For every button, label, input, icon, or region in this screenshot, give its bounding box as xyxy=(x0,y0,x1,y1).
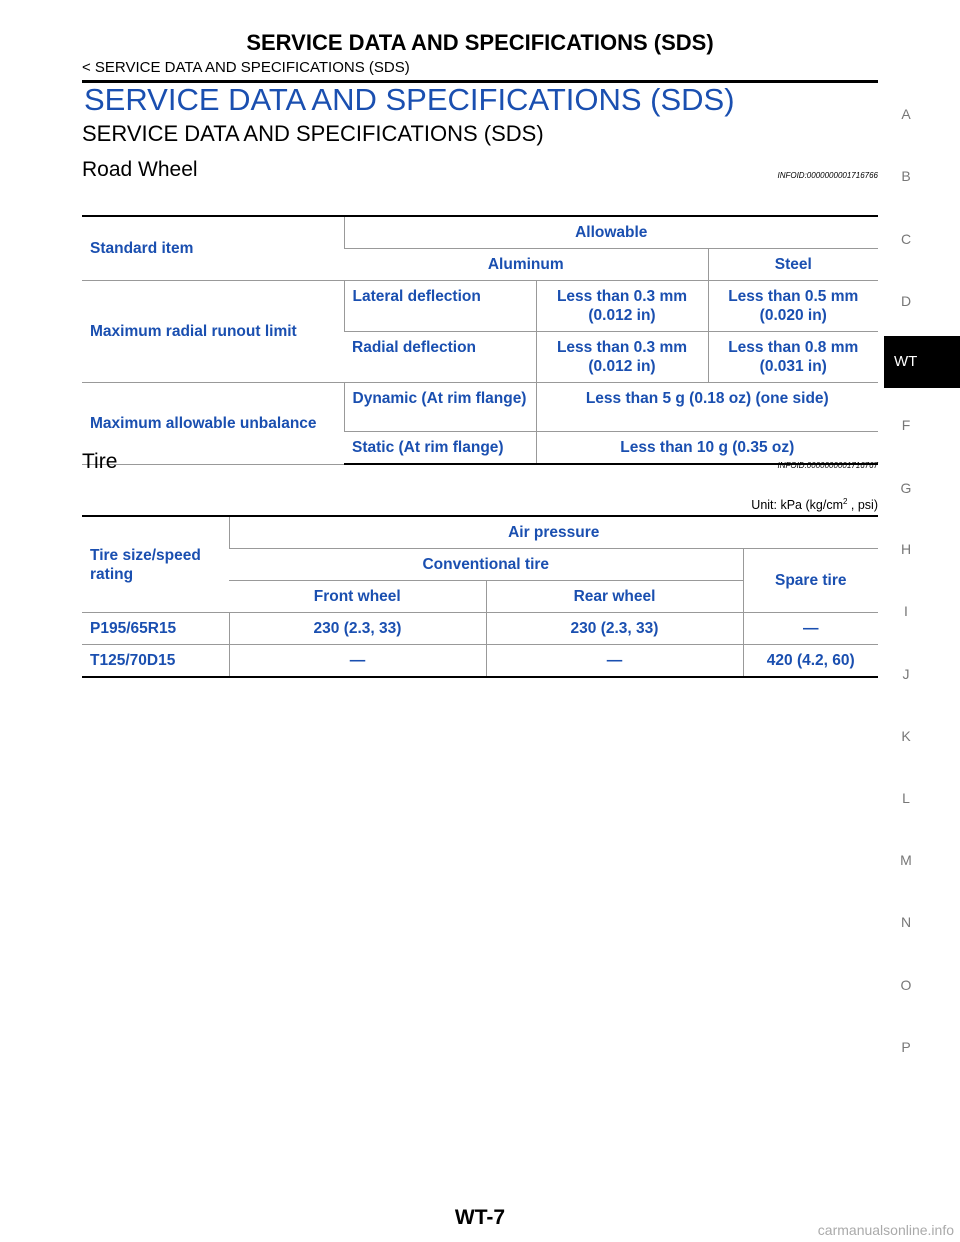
road-wheel-heading: Road Wheel xyxy=(82,158,198,181)
table-row: Standard item Allowable xyxy=(82,215,879,281)
table-row: Aluminum Steel xyxy=(82,248,879,281)
tire-heading: Tire xyxy=(82,450,118,473)
header-front-wheel: Front wheel xyxy=(229,580,486,613)
table-row: Maximum radial runout limit Lateral defl… xyxy=(82,280,879,383)
tire-size-cell: T125/70D15 xyxy=(82,644,229,678)
spare-pressure-cell: — xyxy=(742,612,879,645)
header-standard-item: Standard item xyxy=(82,215,344,281)
table-row: T125/70D15 — — 420 (4.2, 60) xyxy=(82,644,879,678)
tire-size-cell: P195/65R15 xyxy=(82,612,229,645)
unit-superscript: 2 xyxy=(842,497,848,506)
table-row: Conventional tire Spare tire xyxy=(82,548,879,613)
header-spare-tire: Spare tire xyxy=(742,548,879,613)
static-value: Less than 10 g (0.35 oz) xyxy=(535,431,879,465)
unbalance-label: Maximum allowable unbalance xyxy=(82,382,344,465)
road-wheel-infoid: INFOID:0000000001716766 xyxy=(777,171,878,180)
header-aluminum: Aluminum xyxy=(344,248,708,281)
table-row: Radial deflection Less than 0.3 mm (0.01… xyxy=(82,331,879,383)
table-row: P195/65R15 230 (2.3, 33) 230 (2.3, 33) — xyxy=(82,612,879,645)
side-index-a[interactable]: A xyxy=(901,106,911,122)
watermark-text: carmanualsonline.info xyxy=(817,1222,954,1238)
front-pressure-cell: 230 (2.3, 33) xyxy=(228,612,486,645)
side-index-l[interactable]: L xyxy=(902,790,910,806)
side-index-k[interactable]: K xyxy=(901,728,911,744)
side-index-b[interactable]: B xyxy=(901,168,911,184)
road-wheel-table: Standard item Allowable Aluminum Steel M… xyxy=(82,215,879,465)
table-row: Static (At rim flange) Less than 10 g (0… xyxy=(82,431,879,465)
dynamic-value: Less than 5 g (0.18 oz) (one side) xyxy=(535,382,879,432)
runout-limit-label: Maximum radial runout limit xyxy=(82,280,344,383)
section-title: SERVICE DATA AND SPECIFICATIONS (SDS) xyxy=(84,82,735,117)
unit-prefix: Unit: kPa (kg/cm xyxy=(751,498,843,513)
front-pressure-cell: — xyxy=(228,644,486,678)
header-steel: Steel xyxy=(707,248,879,281)
spare-pressure-cell: 420 (4.2, 60) xyxy=(742,644,879,678)
lateral-deflection-label: Lateral deflection xyxy=(343,280,536,332)
radial-steel-value: Less than 0.8 mm (0.031 in) xyxy=(707,331,879,383)
side-index-f[interactable]: F xyxy=(901,417,911,433)
side-index-g[interactable]: G xyxy=(900,480,912,496)
side-index-j[interactable]: J xyxy=(902,666,910,682)
side-index-m[interactable]: M xyxy=(900,852,912,868)
header-allowable: Allowable xyxy=(343,215,879,249)
side-index-i[interactable]: I xyxy=(904,603,908,619)
dynamic-label: Dynamic (At rim flange) xyxy=(343,382,536,432)
page-header-title: SERVICE DATA AND SPECIFICATIONS (SDS) xyxy=(246,30,714,55)
table-row: Front wheel Rear wheel xyxy=(82,580,878,613)
header-conventional-tire: Conventional tire xyxy=(229,548,743,581)
section-subtitle: SERVICE DATA AND SPECIFICATIONS (SDS) xyxy=(82,121,544,146)
side-index-h[interactable]: H xyxy=(900,541,912,557)
side-index-n[interactable]: N xyxy=(900,914,912,930)
tire-table: Tire size/speed rating Air pressure Conv… xyxy=(82,515,879,678)
side-index-d[interactable]: D xyxy=(900,293,912,309)
side-index-o[interactable]: O xyxy=(900,977,912,993)
side-index-active-tab[interactable]: WT xyxy=(884,336,960,388)
rear-pressure-cell: 230 (2.3, 33) xyxy=(485,612,743,645)
page-number: WT-7 xyxy=(454,1206,506,1229)
header-rear-wheel: Rear wheel xyxy=(485,580,743,613)
static-label: Static (At rim flange) xyxy=(344,431,536,465)
header-tire-size: Tire size/speed rating xyxy=(82,515,229,613)
lateral-aluminum-value: Less than 0.3 mm (0.012 in) xyxy=(535,280,708,332)
radial-aluminum-value: Less than 0.3 mm (0.012 in) xyxy=(535,331,708,383)
radial-deflection-label: Radial deflection xyxy=(344,331,536,383)
table-row: Tire size/speed rating Air pressure xyxy=(82,515,879,613)
rear-pressure-cell: — xyxy=(485,644,743,678)
side-index-p[interactable]: P xyxy=(901,1039,911,1055)
header-air-pressure: Air pressure xyxy=(228,515,879,549)
table-row: Maximum allowable unbalance Dynamic (At … xyxy=(82,382,879,465)
unit-suffix: , psi) xyxy=(847,498,878,513)
tire-infoid: INFOID:0000000001716767 xyxy=(777,461,878,470)
unit-note: Unit: kPa (kg/cm2 , psi) xyxy=(751,494,878,513)
lateral-steel-value: Less than 0.5 mm (0.020 in) xyxy=(707,280,879,332)
breadcrumb: < SERVICE DATA AND SPECIFICATIONS (SDS) xyxy=(82,59,410,76)
header-divider xyxy=(82,80,878,83)
side-index-c[interactable]: C xyxy=(900,231,912,247)
